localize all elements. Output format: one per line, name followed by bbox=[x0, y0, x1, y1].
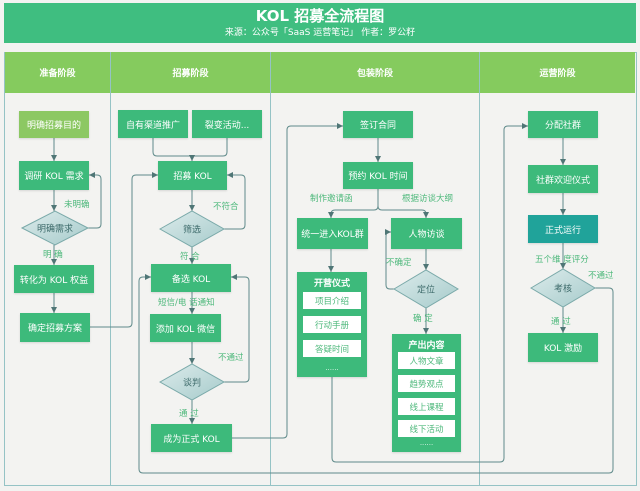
decision-negotiate-label[interactable]: 谈判 bbox=[182, 378, 202, 389]
edge-label-unclear: 未明确 bbox=[64, 200, 90, 210]
decision-negotiate bbox=[158, 363, 226, 401]
output-item[interactable]: 人物文章 bbox=[398, 352, 455, 369]
opening-more-ellipsis: ...... bbox=[325, 364, 339, 372]
node-add-wechat[interactable]: 添加 KOL 微信 bbox=[150, 314, 221, 342]
edge-label-assess-fail: 不通过 bbox=[588, 271, 614, 281]
node-welcome-ceremony[interactable]: 社群欢迎仪式 bbox=[528, 165, 598, 193]
edge-label-clear: 明 确 bbox=[43, 250, 63, 260]
connector-not-match-loop bbox=[224, 172, 246, 230]
lane-header-recruit: 招募阶段 bbox=[111, 52, 270, 93]
lane-header-prep: 准备阶段 bbox=[5, 52, 110, 93]
group-output-title: 产出内容 bbox=[408, 341, 445, 351]
node-interview[interactable]: 人物访谈 bbox=[391, 218, 462, 249]
decision-screen-label[interactable]: 筛选 bbox=[182, 225, 202, 236]
edge-label-match: 符 合 bbox=[180, 252, 200, 262]
node-own-channels[interactable]: 自有渠道推广 bbox=[118, 110, 188, 138]
node-kol-incentive[interactable]: KOL 激励 bbox=[528, 333, 598, 362]
node-candidate-kol[interactable]: 备选 KOL bbox=[151, 264, 231, 292]
output-more-ellipsis: ...... bbox=[419, 439, 434, 447]
connector-assess-fail-to-candidate bbox=[138, 274, 614, 474]
edge-label-certain: 确 定 bbox=[413, 314, 433, 324]
decision-positioning-label[interactable]: 定位 bbox=[416, 285, 436, 296]
opening-item[interactable]: 行动手册 bbox=[303, 316, 361, 333]
group-output-content[interactable]: 产出内容 人物文章 趋势观点 线上课程 线下活动 ...... bbox=[392, 334, 461, 452]
edge-label-invitation: 制作邀请函 bbox=[310, 194, 353, 204]
node-convert-rights[interactable]: 转化为 KOL 权益 bbox=[14, 265, 94, 293]
lane-header-ops: 运营阶段 bbox=[480, 52, 635, 93]
opening-item[interactable]: 答疑时间 bbox=[303, 340, 361, 357]
edge-label-notify: 短信/电 话通知 bbox=[158, 298, 215, 308]
lane-divider bbox=[270, 52, 271, 485]
node-recruit-kol[interactable]: 招募 KOL bbox=[158, 161, 227, 190]
node-define-goal[interactable]: 明确招募目的 bbox=[19, 111, 89, 138]
opening-item[interactable]: 项目介绍 bbox=[303, 292, 361, 309]
decision-positioning bbox=[393, 269, 459, 309]
output-item[interactable]: 趋势观点 bbox=[398, 375, 455, 392]
group-opening-ceremony[interactable]: 开营仪式 项目介绍 行动手册 答疑时间 ...... bbox=[297, 272, 367, 377]
output-item[interactable]: 线上课程 bbox=[398, 398, 455, 415]
edge-label-outline: 根据访谈大纲 bbox=[402, 194, 454, 204]
node-assign-group[interactable]: 分配社群 bbox=[528, 111, 598, 138]
connector-uncertain-loop bbox=[385, 229, 394, 290]
edge-label-negotiate-pass: 通 过 bbox=[179, 409, 199, 419]
edge-label-scoring: 五个维 度评分 bbox=[535, 255, 589, 265]
decision-clarify-needs bbox=[20, 210, 90, 246]
connector-own-channels-merge bbox=[152, 138, 192, 157]
lane-divider bbox=[479, 52, 480, 485]
node-join-group[interactable]: 统一进入KOL群 bbox=[297, 218, 368, 249]
output-item[interactable]: 线下活动 bbox=[398, 420, 455, 437]
decision-assess bbox=[530, 268, 596, 308]
edge-label-assess-pass: 通 过 bbox=[551, 317, 571, 327]
node-become-kol[interactable]: 成为正式 KOL bbox=[151, 424, 232, 452]
edge-label-negotiate-fail: 不通过 bbox=[218, 353, 244, 363]
title-bar: KOL 招募全流程图 来源：公众号「SaaS 运营笔记」 作者：罗公籽 bbox=[4, 3, 636, 43]
node-viral-campaign[interactable]: 裂变活动... bbox=[192, 110, 262, 138]
group-opening-title: 开营仪式 bbox=[313, 279, 350, 289]
node-sign-contract[interactable]: 签订合同 bbox=[343, 111, 413, 138]
node-book-time[interactable]: 预约 KOL 时间 bbox=[343, 162, 413, 189]
edge-label-uncertain: 不确定 bbox=[386, 258, 412, 268]
lane-divider bbox=[110, 52, 111, 485]
page-subtitle: 来源：公众号「SaaS 运营笔记」 作者：罗公籽 bbox=[224, 28, 416, 38]
lane-header-package: 包装阶段 bbox=[271, 52, 479, 93]
node-finalize-plan[interactable]: 确定招募方案 bbox=[20, 313, 90, 342]
decision-clarify-needs-label[interactable]: 明确需求 bbox=[36, 224, 74, 235]
connector-plan-to-recruit bbox=[90, 172, 158, 328]
edge-label-not-match: 不符合 bbox=[213, 202, 239, 212]
connector-negotiate-fail-loop bbox=[224, 274, 250, 383]
connector-viral-merge bbox=[192, 138, 228, 157]
connector-kol-to-contract bbox=[232, 123, 343, 439]
connector-booking-to-interview bbox=[377, 205, 429, 218]
connector-unclear-loop bbox=[88, 172, 102, 229]
decision-assess-label[interactable]: 考核 bbox=[553, 284, 573, 295]
page-title: KOL 招募全流程图 bbox=[255, 7, 385, 25]
node-formal-running[interactable]: 正式运行 bbox=[528, 215, 598, 243]
decision-screen bbox=[158, 210, 226, 248]
node-research-needs[interactable]: 调研 KOL 需求 bbox=[19, 161, 89, 190]
connector-opening-to-assign bbox=[331, 123, 528, 463]
